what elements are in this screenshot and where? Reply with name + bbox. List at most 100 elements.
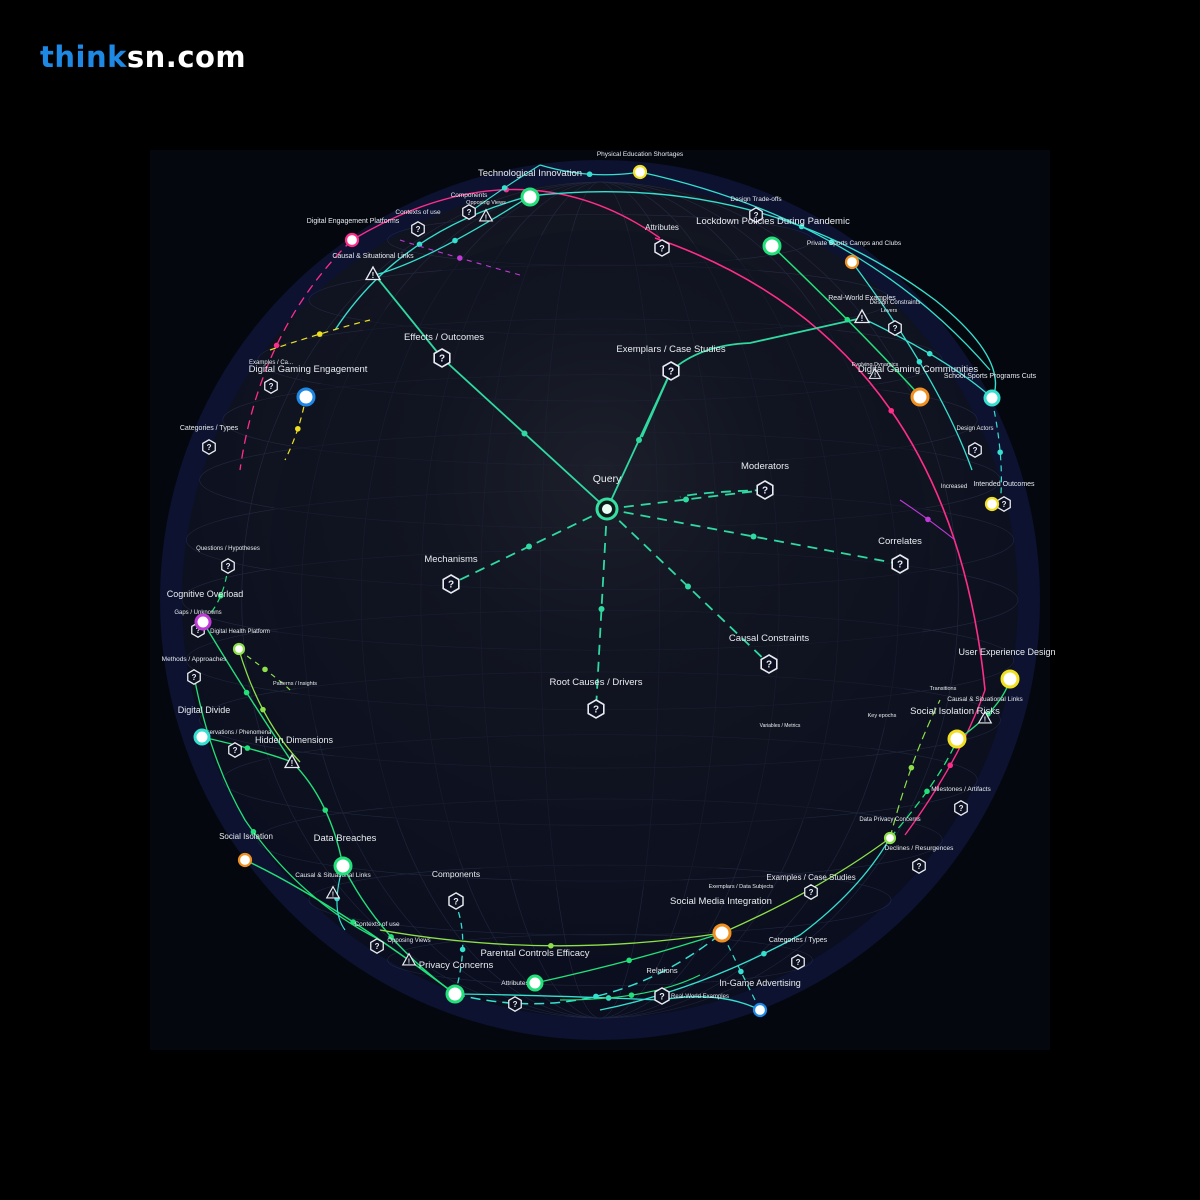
facet-label: Variables / Metrics bbox=[760, 723, 801, 729]
facet-categories-types[interactable]: Categories / Types bbox=[180, 425, 239, 455]
facet-categories-types[interactable]: Categories / Types bbox=[769, 937, 828, 970]
facet-examples-ca-[interactable]: Examples / Ca... bbox=[249, 360, 293, 394]
facet-label: Categories / Types bbox=[180, 425, 239, 432]
topic-node-circle bbox=[445, 984, 465, 1004]
facet-label: Observations / Phenomena bbox=[199, 730, 272, 736]
topic-node-label: Data Privacy Concerns bbox=[859, 817, 920, 823]
facet-design-trade-offs[interactable]: Design Trade-offs bbox=[730, 196, 782, 223]
inner-node-label: Mechanisms bbox=[424, 554, 478, 565]
facet-gaps-unknowns[interactable]: Gaps / Unknowns bbox=[174, 610, 222, 638]
topic-node-digital-gaming-engagement[interactable]: Digital Gaming Engagement bbox=[249, 364, 368, 407]
inner-node-label: Exemplars / Case Studies bbox=[616, 344, 726, 355]
facet-opposing-views[interactable]: Opposing Views bbox=[387, 938, 431, 967]
facet-design-actors[interactable]: Design Actors bbox=[956, 426, 994, 458]
facet-milestones-artifacts[interactable]: Milestones / Artifacts bbox=[931, 786, 992, 816]
topic-node-label: Privacy Concerns bbox=[419, 960, 494, 971]
facet-declines-resurgences[interactable]: Declines / Resurgences bbox=[885, 845, 954, 874]
facet-components[interactable]: Components bbox=[451, 192, 489, 220]
topic-node-lockdown-policies-during-pandemic[interactable]: Lockdown Policies During Pandemic bbox=[696, 216, 850, 256]
topic-node-social-isolation-risks[interactable]: Social Isolation Risks bbox=[910, 706, 1000, 749]
edge-arrow bbox=[548, 942, 554, 949]
topic-node-label: Digital Health Platform bbox=[210, 629, 270, 635]
facet-contexts-of-use[interactable]: Contexts of use bbox=[354, 921, 400, 954]
graph-edge bbox=[193, 675, 381, 941]
facet-variables-metrics[interactable]: Variables / Metrics bbox=[760, 723, 801, 729]
facet-transitions[interactable]: Transitions bbox=[930, 686, 957, 692]
inner-node-effects[interactable]: Effects / Outcomes bbox=[404, 332, 484, 368]
topic-node-circle bbox=[983, 389, 1001, 407]
facet-attributes[interactable]: Attributes bbox=[645, 223, 679, 257]
facet-methods-approaches[interactable]: Methods / Approaches bbox=[162, 656, 227, 685]
topic-node-in-game-advertising[interactable]: In-Game Advertising bbox=[719, 978, 801, 1018]
facet-exemplars-data-subjects[interactable]: Exemplars / Data Subjects bbox=[709, 884, 774, 890]
topic-node-digital-divide[interactable]: Digital Divide bbox=[178, 705, 231, 746]
topic-node-digital-health-platform[interactable]: Digital Health Platform bbox=[210, 629, 270, 656]
facet-causal-situational-links[interactable]: Causal & Situational Links bbox=[295, 872, 372, 900]
topic-node-data-breaches[interactable]: Data Breaches bbox=[314, 833, 377, 876]
inner-node-root-causes[interactable]: Root Causes / Drivers bbox=[550, 677, 643, 719]
graph-edge bbox=[861, 317, 993, 399]
graph-edge bbox=[269, 319, 371, 351]
edge-arrow bbox=[997, 449, 1003, 456]
facet-label: Design Trade-offs bbox=[730, 196, 782, 203]
facet-components[interactable]: Components bbox=[432, 869, 480, 910]
inner-node-moderators[interactable]: Moderators bbox=[741, 461, 789, 500]
facet-evolving-dynamics[interactable]: Evolving Dynamics bbox=[852, 362, 899, 380]
facet-label: Attributes bbox=[501, 980, 529, 987]
facet-examples-case-studies[interactable]: Examples / Case Studies bbox=[766, 873, 856, 900]
question-icon bbox=[411, 221, 425, 237]
topic-node-school-sports-programs-cuts[interactable]: School Sports Programs Cuts bbox=[944, 373, 1037, 407]
topic-node-privacy-concerns[interactable]: Privacy Concerns bbox=[419, 960, 494, 1004]
query-node[interactable]: Query bbox=[593, 473, 622, 521]
facet-causal-situational-links[interactable]: Causal & Situational Links bbox=[947, 696, 1024, 725]
topic-node-technological-innovation[interactable]: Technological Innovation bbox=[478, 168, 582, 207]
facet-patterns-insights[interactable]: Patterns / Insights bbox=[273, 681, 317, 687]
facet-real-world-examples[interactable]: Real-World Examples bbox=[671, 994, 729, 1000]
topic-node-label: Hidden Dimensions bbox=[255, 735, 334, 745]
facet-causal-situational-links[interactable]: Causal & Situational Links bbox=[332, 253, 414, 281]
topic-node-cognitive-overload[interactable]: Cognitive Overload bbox=[167, 589, 244, 631]
topic-node-private-sports-camps-and-clubs[interactable]: Private Sports Camps and Clubs bbox=[807, 240, 902, 270]
facet-observations-phenomena[interactable]: Observations / Phenomena bbox=[199, 730, 272, 758]
topic-node-increased[interactable]: Increased bbox=[941, 484, 1000, 512]
topic-node-label: Digital Divide bbox=[178, 705, 231, 715]
topic-node-digital-gaming-communities[interactable]: Digital Gaming Communities bbox=[858, 364, 979, 407]
inner-node-correlates[interactable]: Correlates bbox=[878, 536, 922, 574]
topic-node-social-isolation[interactable]: Social Isolation bbox=[219, 832, 273, 868]
inner-node-exemplars[interactable]: Exemplars / Case Studies bbox=[616, 344, 726, 381]
facet-key-epochs[interactable]: Key epochs bbox=[868, 713, 897, 719]
edge-arrow bbox=[683, 496, 689, 503]
topic-node-label: Social Isolation bbox=[219, 832, 273, 841]
query-node-core bbox=[602, 504, 612, 514]
inner-node-causal-constraints[interactable]: Causal Constraints bbox=[729, 633, 810, 674]
question-icon bbox=[433, 348, 451, 368]
topic-node-physical-education-shortages[interactable]: Physical Education Shortages bbox=[597, 151, 684, 180]
facet-levers[interactable]: Levers bbox=[881, 308, 898, 314]
topic-node-social-media-integration[interactable]: Social Media Integration bbox=[670, 896, 772, 943]
facet-real-world-examples[interactable]: Real-World Examples bbox=[828, 295, 896, 324]
inner-node-mechanisms[interactable]: Mechanisms bbox=[424, 554, 478, 594]
graph-edge bbox=[771, 245, 921, 397]
topic-node-digital-engagement-platforms[interactable]: Digital Engagement Platforms bbox=[307, 218, 400, 248]
edge-arrow bbox=[452, 237, 458, 244]
facet-label: Relations bbox=[646, 966, 678, 975]
facet-attributes[interactable]: Attributes bbox=[501, 980, 529, 1012]
site-logo[interactable]: thinksn.com bbox=[40, 40, 246, 74]
facet-relations[interactable]: Relations bbox=[646, 966, 678, 1005]
edge-arrow bbox=[501, 185, 508, 191]
topic-node-parental-controls-efficacy[interactable]: Parental Controls Efficacy bbox=[480, 948, 590, 992]
topic-node-hidden-dimensions[interactable]: Hidden Dimensions bbox=[255, 735, 334, 769]
topic-node-data-privacy-concerns[interactable]: Data Privacy Concerns bbox=[859, 817, 921, 845]
topic-node-circle bbox=[344, 232, 360, 248]
facet-opposing-views[interactable]: Opposing Views bbox=[466, 200, 506, 223]
topic-node-user-experience-design[interactable]: User Experience Design bbox=[958, 647, 1056, 689]
facet-design-constraints[interactable]: Design Constraints bbox=[870, 300, 921, 336]
facet-contexts-of-use[interactable]: Contexts of use bbox=[395, 209, 441, 237]
facet-label: Levers bbox=[881, 308, 898, 314]
facet-questions-hypotheses[interactable]: Questions / Hypotheses bbox=[196, 546, 260, 574]
question-icon bbox=[508, 996, 522, 1012]
topic-node-label: Lockdown Policies During Pandemic bbox=[696, 216, 850, 227]
facet-intended-outcomes[interactable]: Intended Outcomes bbox=[973, 481, 1035, 512]
topic-node-circle bbox=[1000, 669, 1020, 689]
